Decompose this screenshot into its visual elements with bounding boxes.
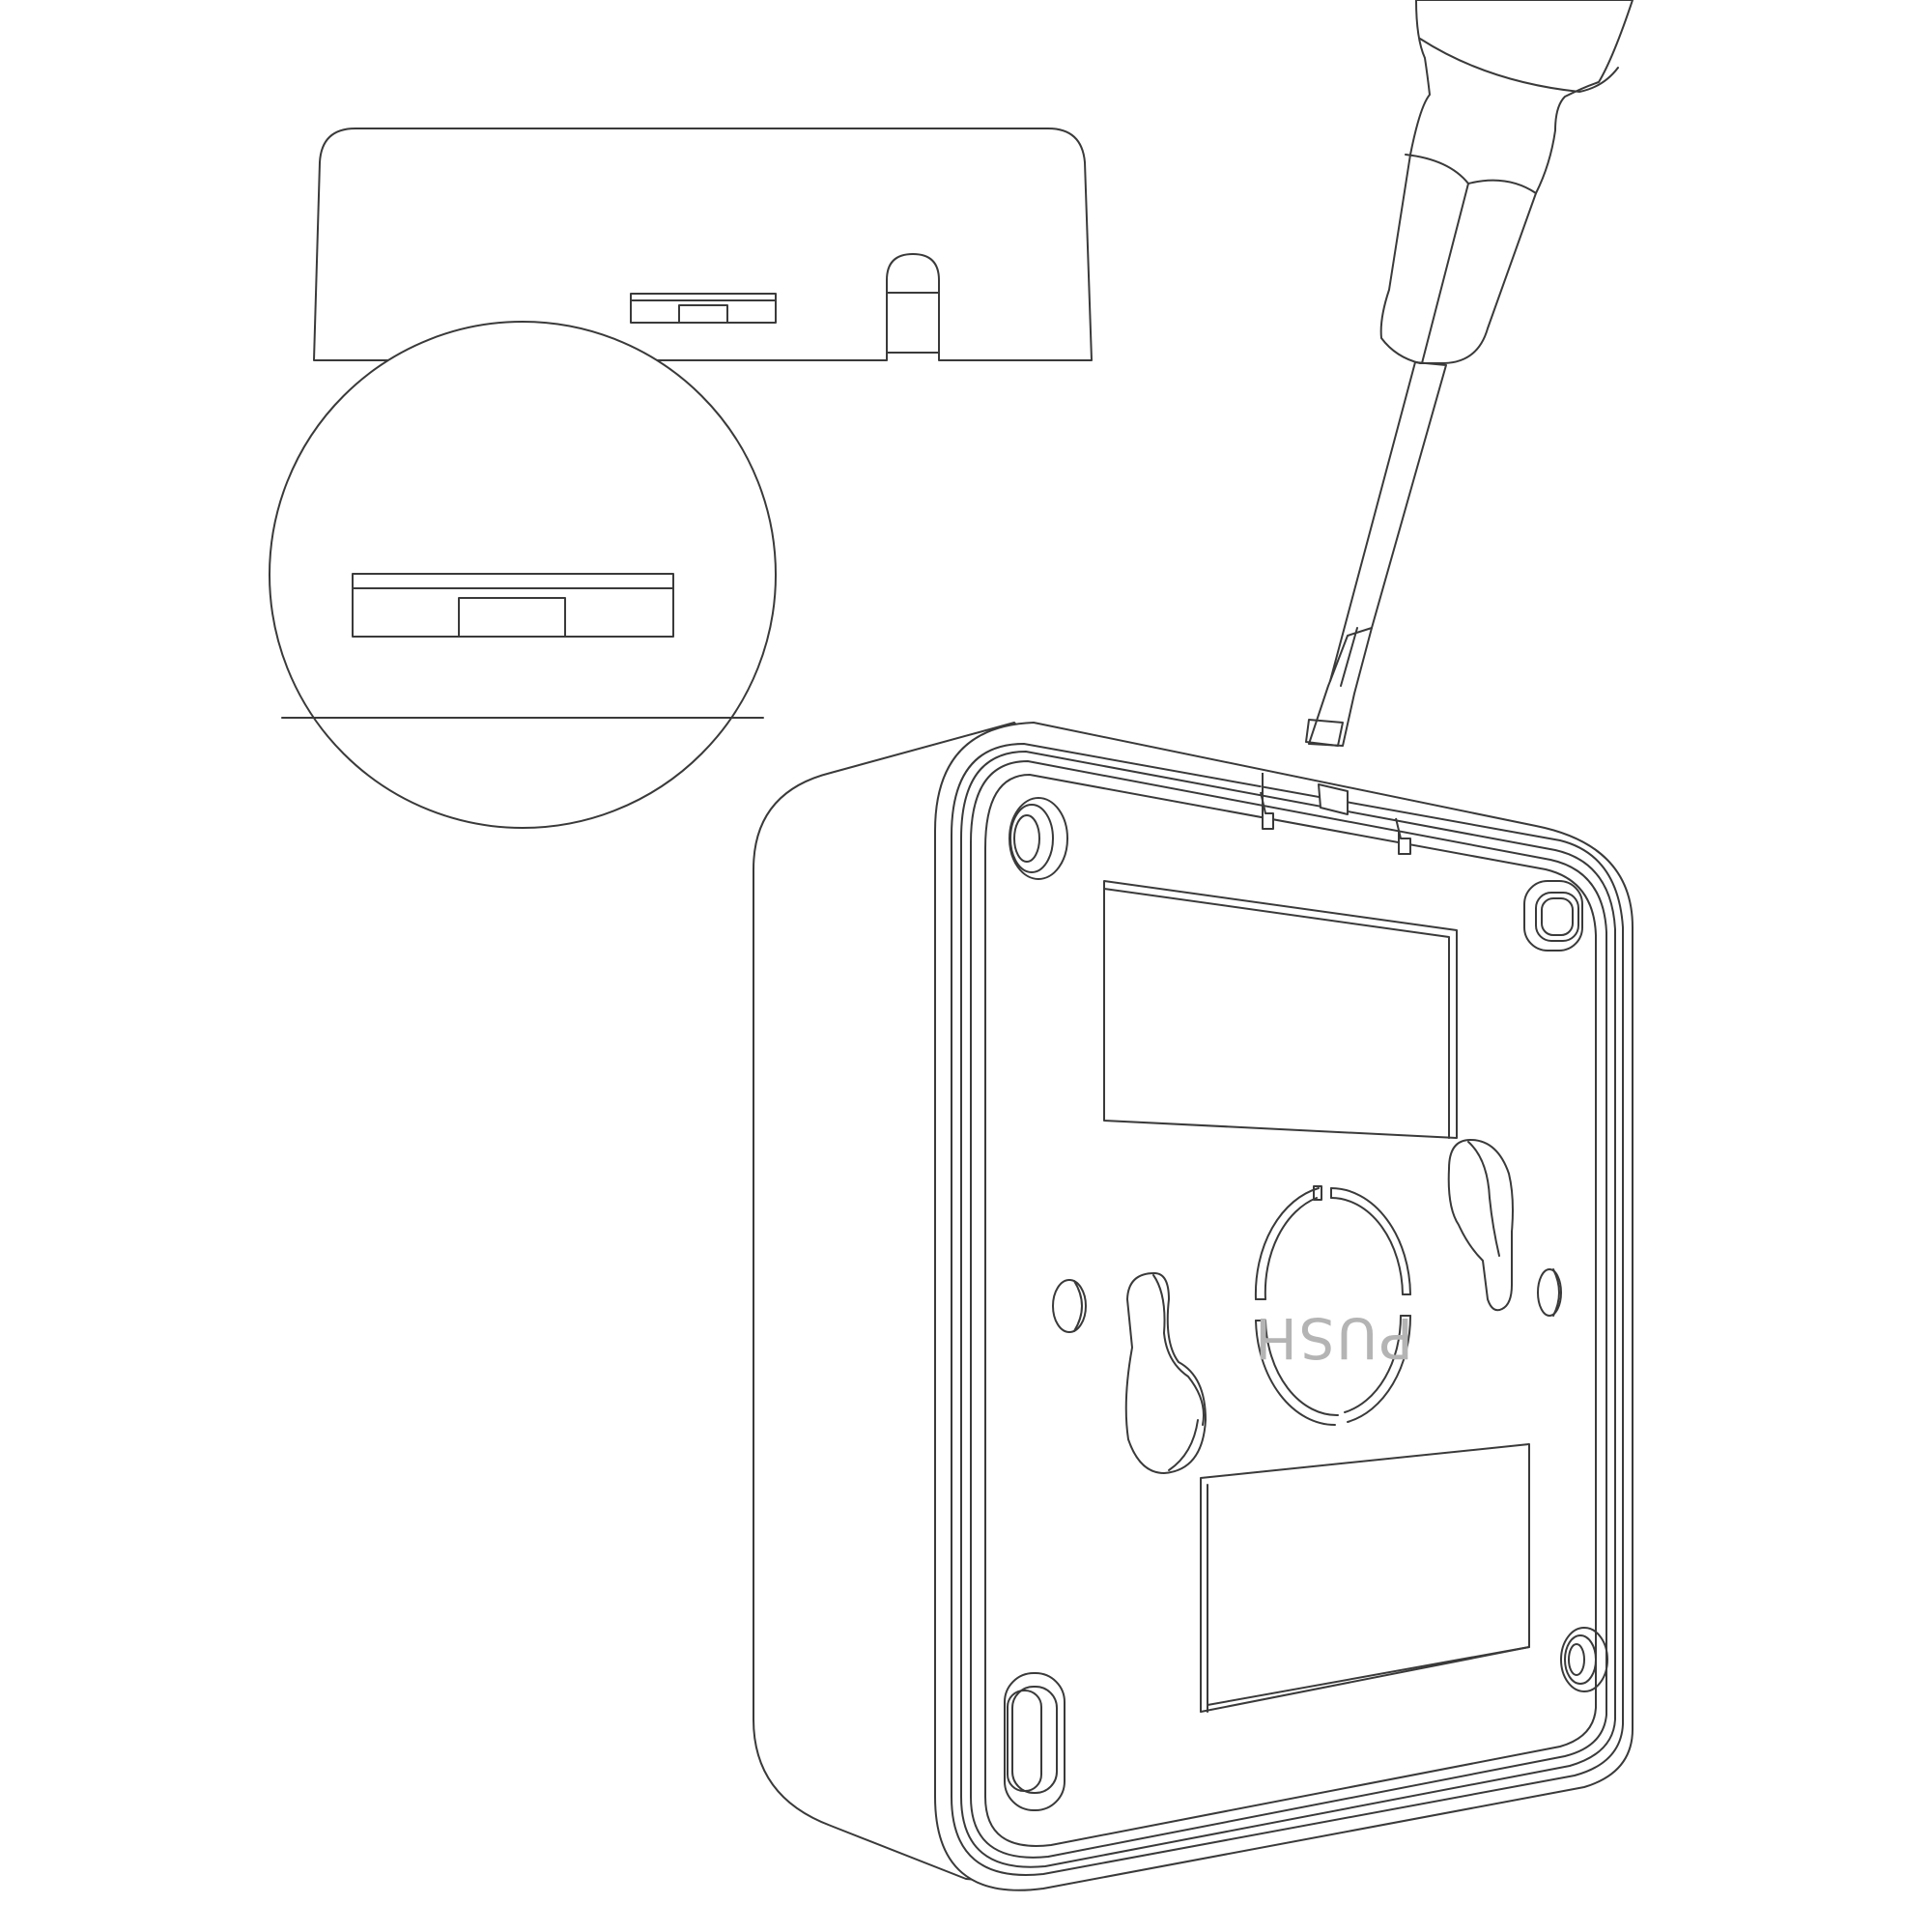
label-recess-bottom	[1200, 1443, 1530, 1713]
push-button: PUSH	[1253, 1185, 1413, 1426]
screw-hole-bottom-left	[1004, 1672, 1065, 1811]
peg-left	[1052, 1279, 1087, 1333]
device-back-plate: PUSH	[753, 722, 1634, 1891]
label-recess-top	[1103, 880, 1458, 1139]
magnifier-callout	[269, 321, 777, 829]
screwdriver	[1305, 0, 1634, 747]
device-top-edge-view	[313, 128, 1093, 361]
keyhole-slot-left	[1124, 1272, 1207, 1474]
release-slot-small	[630, 293, 777, 324]
release-notch	[1260, 773, 1411, 855]
push-label: PUSH	[1253, 1305, 1413, 1371]
peg-right	[1537, 1268, 1562, 1317]
screw-hole-top-right	[1523, 880, 1583, 952]
screw-hole-bottom-right	[1560, 1627, 1608, 1692]
screw-hole-top-left	[1009, 797, 1068, 880]
keyhole-slot-right	[1447, 1139, 1514, 1312]
release-slot-magnified	[352, 573, 674, 638]
